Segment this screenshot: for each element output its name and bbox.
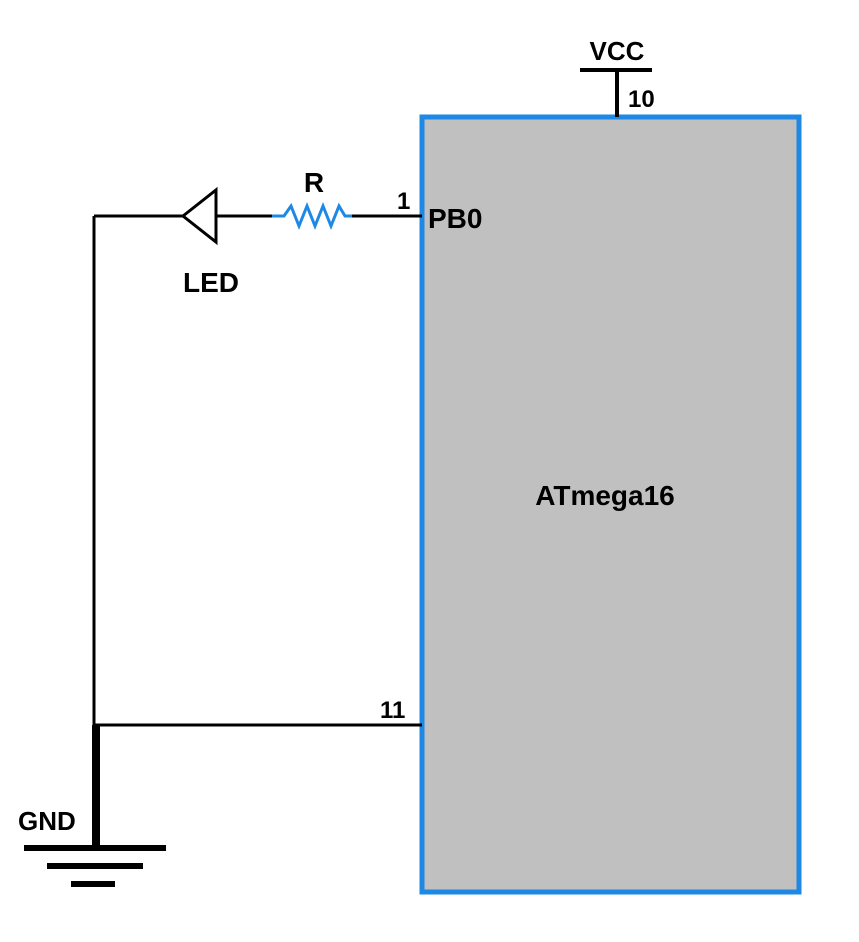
vcc-pin-number: 10 bbox=[628, 86, 655, 113]
pb0-pin-number: 1 bbox=[397, 188, 410, 215]
gnd-pin-number: 11 bbox=[380, 697, 405, 724]
chip-label: ATmega16 bbox=[535, 480, 675, 511]
atmega16-chip bbox=[419, 114, 802, 895]
resistor-label: R bbox=[304, 167, 324, 198]
led-symbol bbox=[180, 186, 218, 246]
resistor-symbol bbox=[272, 201, 352, 231]
pb0-label: PB0 bbox=[428, 203, 482, 234]
vcc-label: VCC bbox=[590, 36, 645, 66]
gnd-label: GND bbox=[18, 806, 76, 836]
led-label: LED bbox=[183, 267, 239, 298]
